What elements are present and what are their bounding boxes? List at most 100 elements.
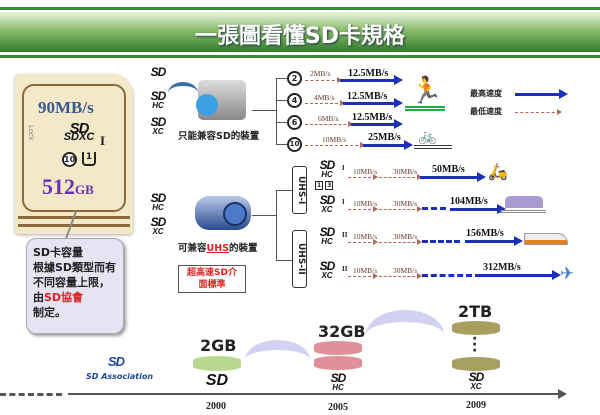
legend-max-label: 最高速度: [470, 89, 502, 98]
ground-icon: [405, 106, 445, 111]
page-title: 一張圖看懂SD卡規格: [194, 24, 406, 49]
max-speed-arrow: [465, 236, 523, 246]
capacity-label: 2GB: [200, 336, 237, 355]
max-speed: 156MB/s: [466, 228, 504, 239]
min-speed-arrow: [305, 121, 353, 127]
ground-icon: [500, 210, 546, 213]
extension-dashes: [422, 274, 472, 277]
uhs-i-label: UHS-I: [292, 166, 307, 214]
sd-logo: SD: [150, 65, 167, 79]
max-speed: 312MB/s: [483, 262, 521, 273]
max-speed: 25MB/s: [368, 132, 401, 143]
train-icon: [524, 233, 568, 245]
bracket-line: [276, 144, 288, 145]
sd-association-logo: SD: [107, 354, 125, 369]
min-speed: 10MB/s: [353, 199, 378, 208]
max-speed-arrow: [343, 98, 403, 108]
min-speed: 30MB/s: [393, 266, 418, 275]
uhs-mark: II: [342, 231, 348, 239]
bracket-line: [276, 100, 288, 101]
min-speed-arrow: [379, 206, 422, 212]
min-speed-arrow: [305, 100, 345, 106]
min-speed: 2MB/s: [310, 69, 331, 78]
max-speed: 50MB/s: [432, 164, 465, 175]
card-speed: 90MB/s: [38, 98, 94, 117]
uhs-mark: II: [342, 265, 348, 273]
sd-association-label: SD Association: [86, 372, 154, 381]
year-label: 2009: [466, 400, 486, 411]
title-line-top: [0, 7, 600, 10]
timeline-arrowhead: [558, 389, 567, 399]
min-speed-arrow: [348, 273, 378, 279]
min-speed: 4MB/s: [314, 93, 335, 102]
min-speed-arrow: [379, 239, 422, 245]
capacity-disc: [193, 356, 241, 371]
extension-dashes: [422, 240, 460, 243]
max-speed: 12.5MB/s: [352, 112, 393, 123]
timeline-past-dashes: [0, 393, 62, 396]
bracket-line: [276, 78, 288, 79]
timeline-axis: [68, 393, 560, 395]
capacity-callout: SD卡容量根據SD類型而有不同容量上限，由SD協會制定。: [26, 238, 124, 334]
min-speed: 10MB/s: [353, 167, 378, 176]
speed-class-icon: 10: [287, 137, 302, 152]
min-speed-arrow: [305, 142, 365, 148]
sd-only-device-label: 只能兼容SD的裝置: [178, 131, 260, 142]
bracket-line: [276, 260, 292, 261]
capacity-disc: [452, 357, 500, 371]
min-speed-arrow: [348, 239, 378, 245]
max-speed-arrow: [340, 75, 403, 85]
uhs-mark: I: [342, 198, 345, 206]
max-speed-arrow: [351, 119, 403, 129]
legend-min-arrow: [515, 109, 562, 115]
sd-logo: SD: [205, 372, 229, 389]
ellipsis-vertical: ···: [472, 331, 478, 359]
bracket-line: [276, 190, 277, 260]
uhs-class-icon: 1: [82, 152, 96, 166]
growth-arrow: [245, 340, 310, 380]
uhs-mark: I: [100, 133, 106, 148]
bracket-line: [252, 110, 276, 111]
min-speed: 30MB/s: [393, 199, 418, 208]
title-banner: [0, 12, 600, 52]
min-speed: 30MB/s: [393, 232, 418, 241]
capacity-label: 32GB: [318, 322, 366, 341]
min-speed-arrow: [305, 77, 342, 83]
capacity-label: 2TB: [458, 302, 493, 321]
card-lock: Lock: [27, 125, 35, 141]
runner-icon: 🏃: [410, 76, 443, 106]
min-speed: 10MB/s: [322, 135, 347, 144]
year-label: 2005: [328, 402, 348, 413]
speed-class-icon: 6: [287, 115, 302, 130]
min-speed-arrow: [379, 174, 422, 180]
max-speed-arrow: [450, 204, 506, 214]
uhs-device-label: 可兼容UHS的裝置: [178, 243, 258, 254]
max-speed-arrow: [363, 140, 413, 150]
year-label: 2000: [206, 401, 226, 412]
bracket-line: [252, 215, 276, 216]
scooter-icon: 🛵: [488, 162, 508, 181]
camera-icon: [196, 80, 246, 120]
min-speed-arrow: [348, 174, 378, 180]
max-speed-arrow: [475, 270, 561, 280]
min-speed: 10MB/s: [353, 266, 378, 275]
capacity-disc: [314, 356, 362, 370]
bicycle-icon: 🚲: [418, 127, 437, 145]
legend-min-label: 最低速度: [470, 107, 502, 116]
min-speed: 30MB/s: [393, 167, 418, 176]
min-speed: 6MB/s: [318, 114, 339, 123]
curved-arrow: [168, 82, 198, 104]
uhs-class-marks: 1 3: [315, 181, 334, 190]
growth-arrow: [366, 310, 444, 360]
car-icon: [505, 196, 543, 208]
